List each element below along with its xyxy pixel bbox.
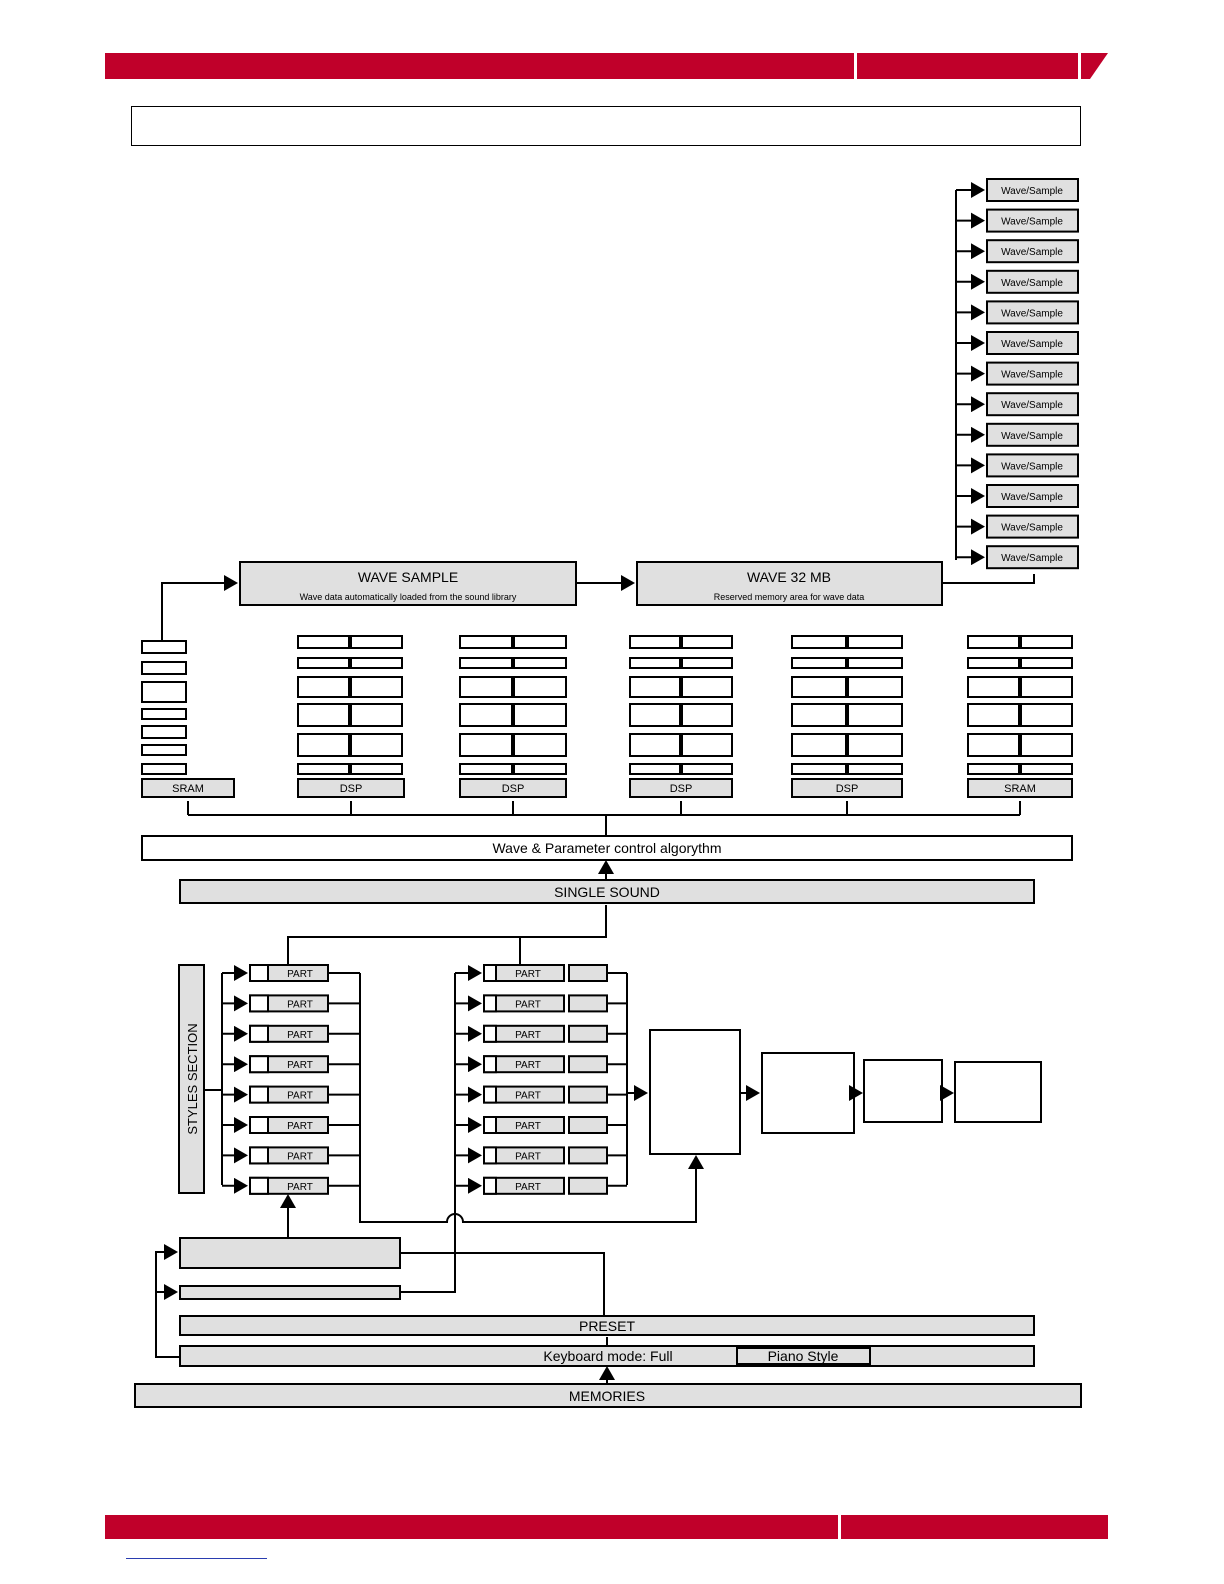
keyboard-part: PART bbox=[455, 1085, 627, 1104]
keyboard-part: PART bbox=[455, 1146, 627, 1165]
wave-slot-label: Wave/Sample bbox=[1001, 461, 1063, 472]
style-track: PART bbox=[222, 1024, 360, 1043]
wave-slot-label: Wave/Sample bbox=[1001, 186, 1063, 197]
wave-slot-label: Wave/Sample bbox=[1001, 553, 1063, 564]
wave-32mb-note: Reserved memory area for wave data bbox=[714, 592, 865, 602]
parameter-columns bbox=[141, 635, 1073, 775]
style-track-label: PART bbox=[287, 1091, 313, 1102]
keyboard-part: PART bbox=[455, 1055, 627, 1074]
wave-slot-label: Wave/Sample bbox=[1001, 431, 1063, 442]
keyboard-part-label: PART bbox=[515, 1121, 541, 1132]
style-track-list: PART PART PART PART PART PART PART PART bbox=[222, 964, 360, 1195]
style-track-label: PART bbox=[287, 1151, 313, 1162]
wave-slot-label: Wave/Sample bbox=[1001, 370, 1063, 381]
wave-sample-block: WAVE SAMPLE Wave data automatically load… bbox=[239, 561, 577, 606]
wave-slot: Wave/Sample bbox=[956, 392, 1079, 417]
wave-slot: Wave/Sample bbox=[956, 422, 1079, 447]
style-track: PART bbox=[222, 1146, 360, 1165]
style-track-label: PART bbox=[287, 1121, 313, 1132]
keyboard-part-label: PART bbox=[515, 969, 541, 980]
parameter-column bbox=[629, 635, 733, 775]
keyboard-part: PART bbox=[455, 1024, 627, 1043]
parameter-column bbox=[791, 635, 903, 775]
single-sound-label: SINGLE SOUND bbox=[554, 884, 660, 900]
keyboard-part-label: PART bbox=[515, 1182, 541, 1193]
style-track-label: PART bbox=[287, 1060, 313, 1071]
keyboard-mode-label: Keyboard mode: Full bbox=[543, 1348, 672, 1364]
style-track: PART bbox=[222, 994, 360, 1013]
styles-section-label: STYLES SECTION bbox=[185, 1023, 200, 1134]
wave-slot: Wave/Sample bbox=[956, 239, 1079, 264]
keyboard-part: PART bbox=[455, 1116, 627, 1134]
wave-slot-label: Wave/Sample bbox=[1001, 339, 1063, 350]
keyboard-part-label: PART bbox=[515, 1030, 541, 1041]
keyboard-part: PART bbox=[455, 964, 627, 982]
preset-label: PRESET bbox=[579, 1318, 635, 1334]
parameter-column bbox=[967, 635, 1073, 775]
keyboard-part-label: PART bbox=[515, 1060, 541, 1071]
parameter-column-left bbox=[141, 640, 187, 775]
wave-slot-stack: Wave/SampleWave/SampleWave/SampleWave/Sa… bbox=[956, 178, 1079, 570]
effects-chain bbox=[649, 1029, 1042, 1155]
wave-sample-label: WAVE SAMPLE bbox=[358, 569, 458, 585]
keyboard-part-label: PART bbox=[515, 999, 541, 1010]
wave-slot: Wave/Sample bbox=[956, 361, 1079, 386]
header-band bbox=[105, 53, 1108, 79]
footer-link-underline[interactable] bbox=[126, 1558, 267, 1559]
piano-style-label: Piano Style bbox=[768, 1348, 839, 1364]
style-track-label: PART bbox=[287, 969, 313, 980]
dsp1-label: DSP bbox=[340, 783, 363, 795]
wave-slot: Wave/Sample bbox=[956, 269, 1079, 294]
wave-slot: Wave/Sample bbox=[956, 453, 1079, 478]
wave-32mb-block: WAVE 32 MB Reserved memory area for wave… bbox=[636, 561, 943, 606]
wave-slot: Wave/Sample bbox=[956, 484, 1079, 508]
wave-slot: Wave/Sample bbox=[956, 331, 1079, 355]
wave-slot-label: Wave/Sample bbox=[1001, 308, 1063, 319]
src-right-label: SRAM bbox=[1004, 783, 1036, 795]
style-track: PART bbox=[222, 1116, 360, 1134]
wave-slot: Wave/Sample bbox=[956, 514, 1079, 539]
parameter-column bbox=[459, 635, 567, 775]
wave-slot-label: Wave/Sample bbox=[1001, 523, 1063, 534]
keyboard-part-label: PART bbox=[515, 1151, 541, 1162]
style-track-label: PART bbox=[287, 1182, 313, 1193]
style-track: PART bbox=[222, 964, 360, 982]
parameter-column bbox=[297, 635, 403, 775]
wave-slot: Wave/Sample bbox=[956, 178, 1079, 202]
column-labels: SRAM DSP DSP DSP DSP SRAM bbox=[141, 778, 1073, 798]
wave-slot: Wave/Sample bbox=[956, 300, 1079, 325]
wave-sample-note: Wave data automatically loaded from the … bbox=[300, 592, 517, 602]
dsp2-label: DSP bbox=[502, 783, 525, 795]
wave-slot-label: Wave/Sample bbox=[1001, 217, 1063, 228]
style-track-label: PART bbox=[287, 999, 313, 1010]
section-title-box bbox=[131, 106, 1081, 146]
wave-slot-label: Wave/Sample bbox=[1001, 400, 1063, 411]
src-left-label: SRAM bbox=[172, 783, 204, 795]
wave-parameter-algorithm: Wave & Parameter control algorythm bbox=[492, 840, 721, 856]
keyboard-part-label: PART bbox=[515, 1091, 541, 1102]
wave-32mb-label: WAVE 32 MB bbox=[747, 569, 831, 585]
wave-slot: Wave/Sample bbox=[956, 208, 1079, 233]
dsp3-label: DSP bbox=[670, 783, 693, 795]
wave-slot-label: Wave/Sample bbox=[1001, 492, 1063, 503]
wave-slot: Wave/Sample bbox=[956, 545, 1079, 570]
style-track: PART bbox=[222, 1176, 360, 1195]
style-track-label: PART bbox=[287, 1030, 313, 1041]
style-track: PART bbox=[222, 1055, 360, 1074]
wave-slot-label: Wave/Sample bbox=[1001, 247, 1063, 258]
wave-slot-label: Wave/Sample bbox=[1001, 278, 1063, 289]
keyboard-part: PART bbox=[455, 994, 627, 1013]
dsp4-label: DSP bbox=[836, 783, 859, 795]
keyboard-part-list: PART PART PART PART PART PART PART PART bbox=[455, 964, 627, 1195]
keyboard-part: PART bbox=[455, 1176, 627, 1195]
style-track: PART bbox=[222, 1085, 360, 1104]
footer-band bbox=[105, 1515, 1108, 1539]
memories-label: MEMORIES bbox=[569, 1388, 645, 1404]
